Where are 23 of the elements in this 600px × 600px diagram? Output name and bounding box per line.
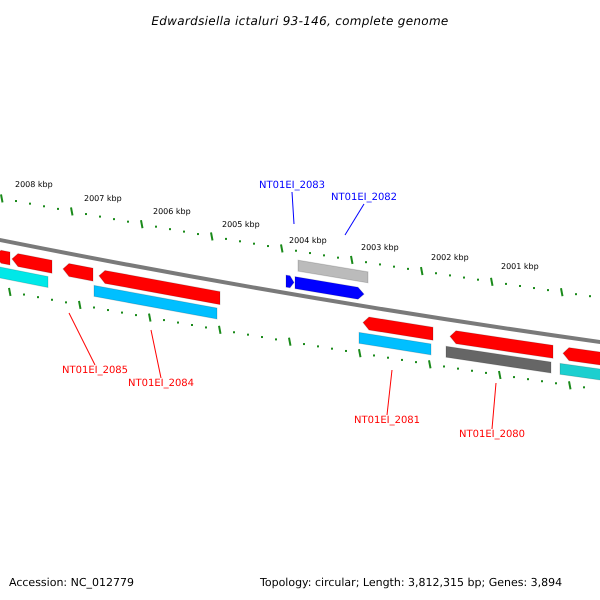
scale-label: 2004 kbp	[289, 236, 327, 246]
gene-label: NT01EI_2084	[128, 378, 194, 390]
scale-label: 2002 kbp	[431, 253, 469, 263]
leader-line	[150, 330, 162, 378]
scale-label: 2003 kbp	[361, 243, 399, 253]
scale-label: 2007 kbp	[84, 194, 122, 204]
leader-line	[386, 370, 392, 416]
leader-line	[344, 204, 364, 236]
leader-line	[492, 382, 496, 430]
footer-text: Topology: circular; Length: 3,812,315 bp; Genes: 3,894	[260, 576, 562, 589]
scale-label: 2001 kbp	[501, 262, 539, 272]
leader-line	[292, 192, 294, 224]
gene-label: NT01EI_2082	[331, 192, 398, 204]
chart-title: Edwardsiella ictaluri 93-146, complete genome	[151, 14, 449, 28]
scale-label: 2006 kbp	[153, 207, 191, 217]
scale-label: 2008 kbp	[15, 180, 53, 190]
scale-label: 2005 kbp	[222, 220, 260, 230]
footer-text: Accession: NC_012779	[9, 576, 134, 589]
gene-label: NT01EI_2085	[62, 365, 128, 377]
leader-line	[68, 312, 96, 366]
gene-label: NT01EI_2081	[354, 415, 420, 427]
gene-label: NT01EI_2083	[259, 180, 326, 192]
gene-label: NT01EI_2080	[459, 429, 526, 441]
